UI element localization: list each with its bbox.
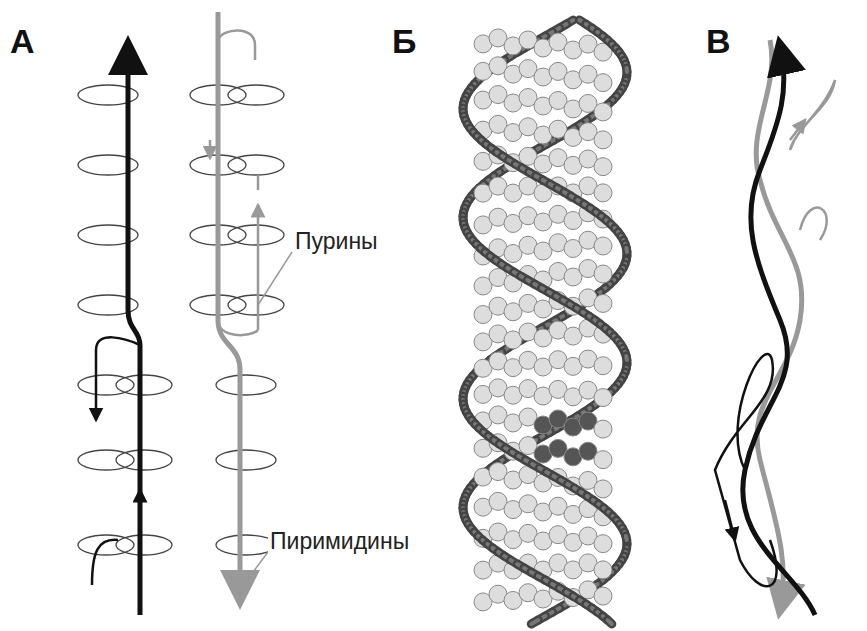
panel-letter: Б <box>392 22 416 61</box>
leader-line <box>250 552 268 576</box>
pyrimidine-ellipse <box>216 535 276 555</box>
grey-arrow <box>209 140 212 158</box>
base-atom <box>594 103 612 121</box>
leader-line <box>258 252 292 305</box>
base-atom <box>594 451 612 469</box>
base-atom <box>594 237 612 255</box>
helix-ribbon <box>622 248 632 252</box>
helix-ribbon-shine <box>624 536 629 540</box>
helix-ribbon <box>607 620 611 624</box>
purine-ellipse <box>116 375 172 395</box>
base-atom <box>594 535 612 553</box>
grey-strand-b <box>756 40 802 610</box>
base-pairs <box>474 29 612 611</box>
base-atom <box>594 561 612 579</box>
helix-back-strand <box>463 20 627 624</box>
black-strand <box>128 45 140 615</box>
purine-ellipse <box>228 155 284 175</box>
purine-ellipse <box>228 85 284 105</box>
grey-loop <box>218 30 255 60</box>
base-atom <box>594 265 612 283</box>
helix-ribbon-shine <box>531 620 538 624</box>
black-loop-b <box>715 354 777 586</box>
grey-loops-b <box>790 80 835 240</box>
base-atom <box>594 480 612 498</box>
panel-letter: В <box>706 22 731 61</box>
black-loop-end <box>139 490 142 615</box>
grey-strand <box>218 12 240 600</box>
helix-ribbon-shine <box>607 620 611 624</box>
base-atom <box>594 131 612 149</box>
black-loop-tail <box>92 540 118 585</box>
helix-ribbon-shine <box>624 356 629 360</box>
helix-front-strand <box>463 20 627 624</box>
grey-loop-end <box>257 175 260 190</box>
panel-letter: А <box>10 22 35 61</box>
base-ellipses <box>78 85 284 555</box>
purine-ellipse <box>116 450 172 470</box>
black-arrow-b <box>725 500 735 540</box>
base-atom <box>594 357 612 375</box>
helix-ribbon <box>531 620 538 624</box>
pyrimidine-ellipse <box>216 450 276 470</box>
helix-ribbon <box>622 68 631 72</box>
helix-ribbon <box>622 356 632 360</box>
callout-label: Пурины <box>293 228 380 255</box>
base-atom <box>594 184 612 202</box>
black-strand-b <box>743 45 815 615</box>
pyrimidine-ellipse <box>216 375 276 395</box>
grey-loop-return <box>218 205 258 335</box>
helix-ribbon-shine <box>625 68 629 72</box>
base-atom <box>594 158 612 176</box>
base-atom <box>594 74 612 92</box>
helix-ribbon-shine <box>624 248 629 252</box>
grey-arrow-b <box>790 120 805 140</box>
purine-ellipse <box>228 295 284 315</box>
black-loop <box>96 337 140 420</box>
purine-ellipse <box>228 225 284 245</box>
base-atom <box>594 389 612 407</box>
callout-label: Пиримидины <box>268 528 411 555</box>
base-atom <box>594 294 612 312</box>
base-atom <box>594 420 612 438</box>
helix-ribbon <box>621 536 631 540</box>
base-atom <box>594 587 612 605</box>
purine-ellipse <box>116 535 172 555</box>
